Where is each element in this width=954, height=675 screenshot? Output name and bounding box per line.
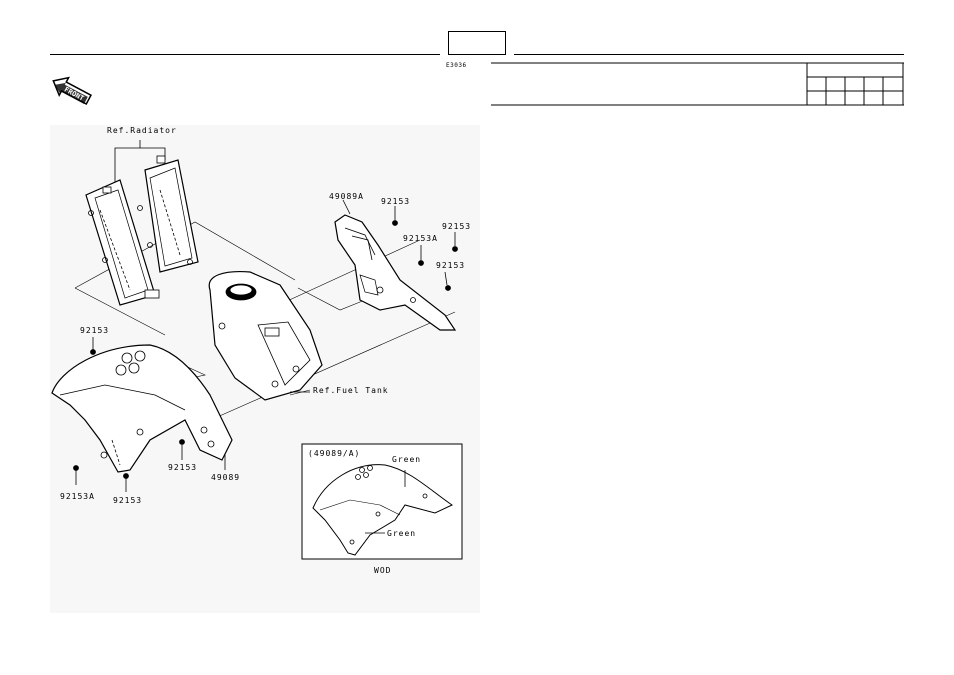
header-rule-left (50, 54, 440, 55)
right-radiator (137, 155, 199, 273)
label-92153-top2: 92153 (442, 222, 471, 231)
header-rule-right (514, 54, 904, 55)
inset-title: (49089/A) (308, 449, 360, 458)
label-92153-left: 92153 (80, 326, 109, 335)
right-shroud-49089a (334, 214, 457, 331)
bolts (73, 199, 458, 492)
label-ref-radiator: Ref.Radiator (107, 126, 177, 135)
label-ref-fuel-tank: Ref.Fuel Tank (313, 386, 389, 395)
inset-label-green-bottom: Green (387, 529, 416, 538)
left-radiator (85, 179, 160, 306)
inset-label-green-top: Green (392, 455, 421, 464)
label-92153a-top: 92153A (403, 234, 438, 243)
label-49089a: 49089A (329, 192, 364, 201)
label-92153-top3: 92153 (436, 261, 465, 270)
label-92153-top1: 92153 (381, 197, 410, 206)
inset-color-box (301, 443, 463, 560)
page-number-box (448, 31, 506, 55)
inset-caption: WOD (374, 566, 391, 575)
fuel-tank (208, 270, 323, 401)
left-shroud-49089 (51, 344, 233, 473)
page-code: E3036 (446, 62, 467, 69)
label-92153a-bottom: 92153A (60, 492, 95, 501)
label-92153-mid: 92153 (168, 463, 197, 472)
label-49089: 49089 (211, 473, 240, 482)
label-92153-bottom: 92153 (113, 496, 142, 505)
